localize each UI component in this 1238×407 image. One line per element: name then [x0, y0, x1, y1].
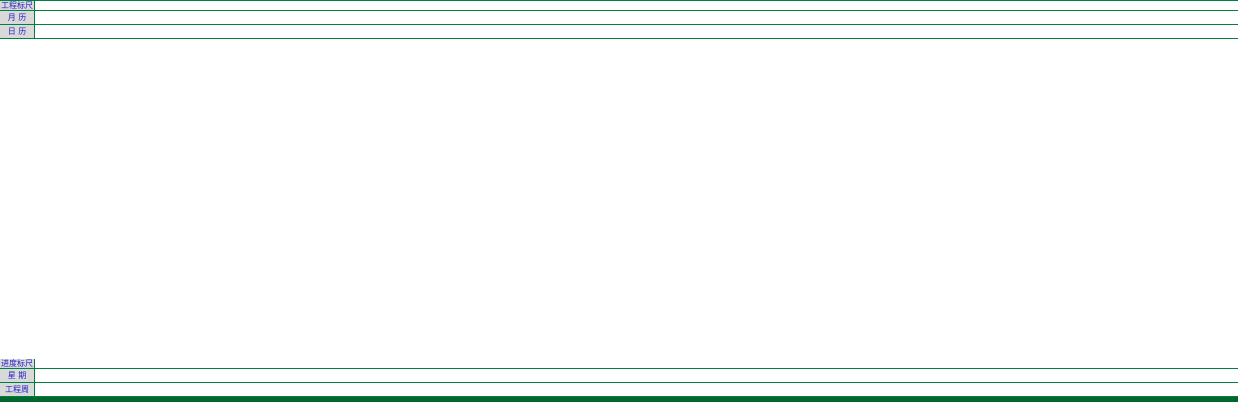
project-week-row: 工程周	[0, 383, 1238, 397]
ruler-top-label: 工程标尺	[0, 1, 35, 10]
progress-ruler-row: 进度标尺	[0, 359, 1238, 369]
ruler-top-track	[35, 1, 1238, 10]
day-row-label: 日 历	[0, 25, 35, 38]
ruler-bottom-label: 进度标尺	[0, 359, 35, 368]
projweek-row-label: 工程周	[0, 383, 35, 396]
month-row-label: 月 历	[0, 11, 35, 24]
week-row-label: 星 期	[0, 369, 35, 382]
weekday-row: 星 期	[0, 369, 1238, 383]
month-calendar-row: 月 历	[0, 11, 1238, 25]
day-calendar-row: 日 历	[0, 25, 1238, 39]
ruler-bottom-track	[35, 359, 1238, 368]
bottom-green-bar	[0, 397, 1238, 402]
time-ruler-top-row: 工程标尺	[0, 1, 1238, 11]
network-diagram-canvas	[0, 39, 1238, 359]
